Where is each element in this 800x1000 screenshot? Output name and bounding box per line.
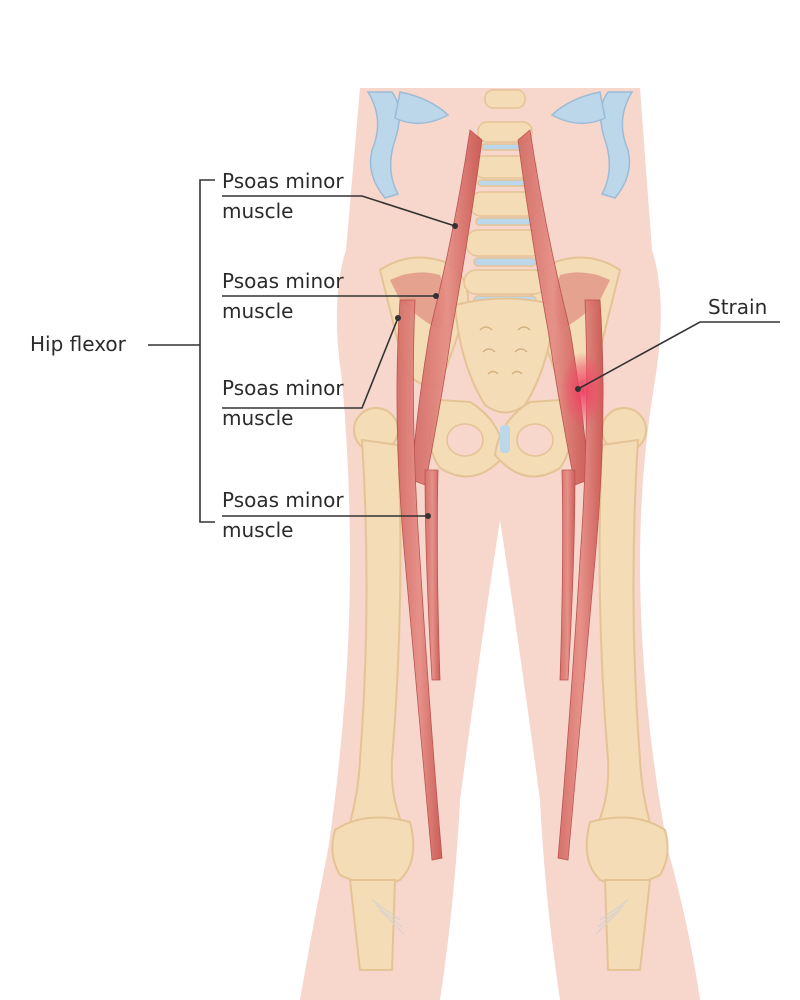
muscle-label-4-line1: Psoas minor [222, 488, 344, 512]
strain-area [561, 352, 605, 428]
strain-label: Strain [708, 295, 768, 319]
muscle-label-4: Psoas minor muscle [222, 485, 344, 545]
muscle-label-4-line2: muscle [222, 518, 294, 542]
muscle-label-3: Psoas minor muscle [222, 373, 344, 433]
group-label-hip-flexor: Hip flexor [30, 332, 126, 356]
muscle-label-2-line2: muscle [222, 299, 294, 323]
femur-right [585, 407, 669, 971]
muscle-label-1-line1: Psoas minor [222, 169, 344, 193]
leader-lines [148, 179, 780, 523]
muscle-label-3-line2: muscle [222, 406, 294, 430]
sacrum [453, 297, 557, 414]
muscle-label-2: Psoas minor muscle [222, 266, 344, 326]
upper-pelvis-left [366, 91, 450, 199]
muscle-label-1: Psoas minor muscle [222, 166, 344, 226]
muscle-label-2-line1: Psoas minor [222, 269, 344, 293]
muscle-label-3-line1: Psoas minor [222, 376, 344, 400]
muscle-label-1-line2: muscle [222, 199, 294, 223]
femur-left [331, 407, 415, 971]
upper-pelvis-right [550, 91, 634, 199]
hip-flexor-muscles [396, 129, 604, 861]
